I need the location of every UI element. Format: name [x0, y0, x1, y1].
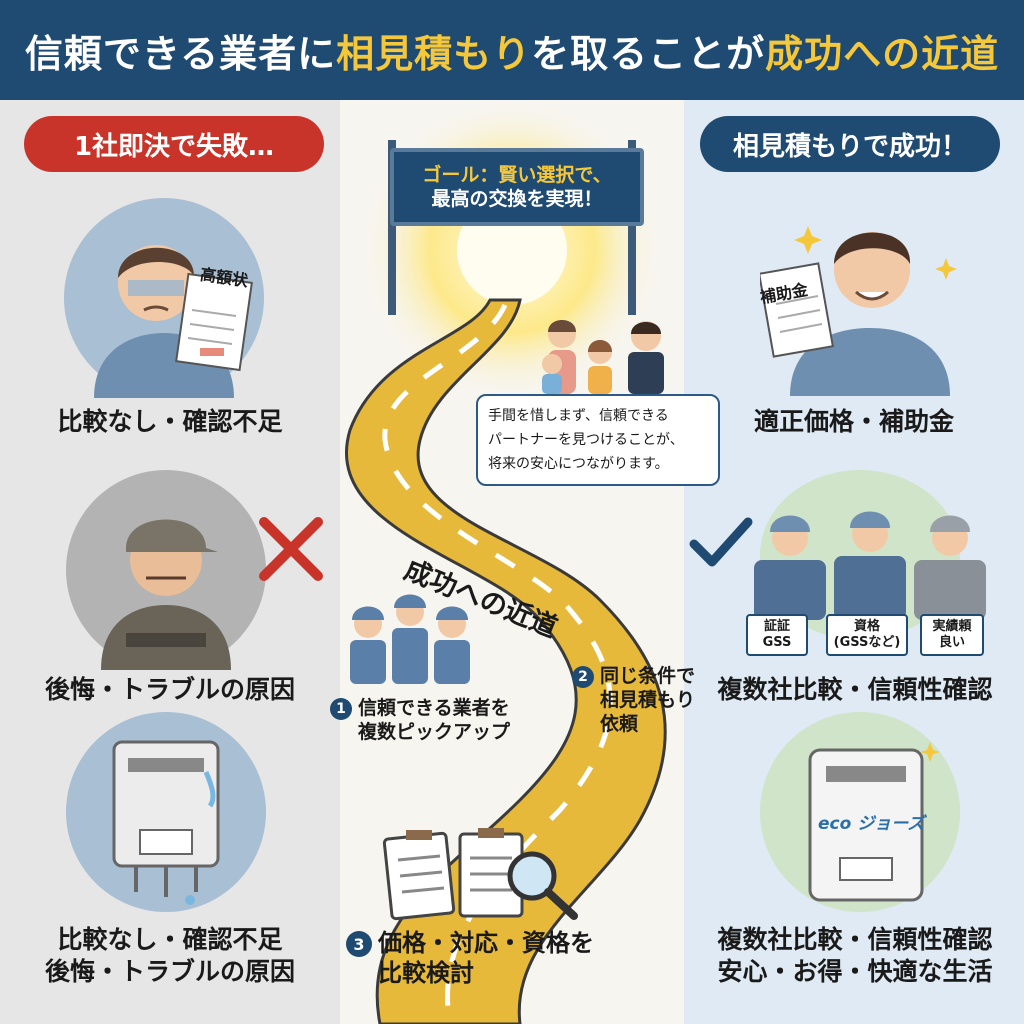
- sparkle-icon: [935, 258, 957, 280]
- happy-man-illustration: [760, 226, 957, 396]
- success-caption-3: 複数社比較・信頼性確認 安心・お得・快適な生活: [700, 924, 1010, 988]
- step-2-line3: 依頼: [600, 713, 639, 735]
- goal-sign: ゴール：賢い選択で、 最高の交換を実現！: [390, 148, 644, 226]
- badge-certification: 証証 GSS: [746, 614, 808, 656]
- step-2-number: 2: [572, 666, 594, 688]
- success-caption-2: 複数社比較・信頼性確認: [717, 675, 993, 704]
- sparkle-icon: [794, 226, 822, 254]
- success-caption-3-line2: 安心・お得・快適な生活: [717, 957, 993, 986]
- title-part-4: 成功への近道: [765, 31, 1000, 76]
- step-2-line1: 同じ条件で: [600, 665, 696, 687]
- broken-water-heater-illustration: [66, 712, 266, 912]
- goal-sign-line2: 最高の交換を実現！: [431, 188, 603, 210]
- road-path: [345, 298, 667, 1024]
- step-1-line1: 信頼できる業者を: [358, 697, 510, 719]
- failure-heading: 1社即決で失敗…: [24, 116, 324, 172]
- failure-caption-3-line2: 後悔・トラブルの原因: [44, 957, 295, 986]
- workers-group-illustration: [350, 594, 470, 684]
- goal-sign-line1: ゴール：賢い選択で、: [422, 164, 612, 186]
- step-3-line2: 比較検討: [378, 959, 474, 987]
- cross-mark-icon: [259, 517, 323, 581]
- step-2: 2 同じ条件で 相見積もり 依頼: [572, 664, 695, 736]
- title-part-2: 相見積もり: [336, 31, 532, 76]
- badge-qualification: 資格 (GSSなど): [826, 614, 908, 656]
- check-mark-icon: [689, 517, 753, 567]
- title-part-3: を取ることが: [531, 31, 766, 76]
- sparkle-icon: [920, 742, 940, 762]
- step-3: 3 価格・対応・資格を 比較検討: [346, 928, 594, 988]
- step-1-text: 信頼できる業者を 複数ピックアップ: [358, 696, 510, 744]
- worried-man-illustration: [64, 198, 264, 398]
- badge-track-record: 実績頼 良い: [920, 614, 984, 656]
- family-illustration: [542, 320, 664, 394]
- failure-caption-2: 後悔・トラブルの原因: [44, 675, 295, 704]
- badge-1-line2: GSS: [762, 635, 792, 650]
- expensive-quote-label: 高額状: [198, 264, 250, 291]
- eco-brand-label: eco ジョーズ: [818, 814, 925, 834]
- badge-2-line1: 資格: [853, 619, 880, 634]
- speech-line3: 将来の安心につながります。: [488, 456, 669, 472]
- badge-1-line1: 証証: [763, 619, 790, 634]
- failure-caption-1: 比較なし・確認不足: [57, 407, 283, 436]
- title-part-1: 信頼できる業者に: [24, 31, 337, 76]
- page-title: 信頼できる業者に相見積もりを取ることが成功への近道: [25, 23, 999, 78]
- failure-caption-3-line1: 比較なし・確認不足: [57, 925, 283, 954]
- advice-speech-bubble: 手間を惜しまず、信頼できる パートナーを見つけることが、 将来の安心につながりま…: [476, 394, 720, 486]
- step-1-line2: 複数ピックアップ: [358, 721, 511, 743]
- step-2-line2: 相見積もり: [600, 689, 696, 711]
- magnifier-icon: [507, 851, 578, 920]
- clipboards-magnifier-illustration: [382, 828, 578, 921]
- success-caption-1: 適正価格・補助金: [753, 407, 954, 436]
- title-banner: 信頼できる業者に相見積もりを取ることが成功への近道: [0, 0, 1024, 100]
- badge-2-line2: (GSSなど): [833, 635, 901, 650]
- success-caption-3-line1: 複数社比較・信頼性確認: [717, 925, 993, 954]
- speech-line1: 手間を惜しまず、信頼できる: [488, 408, 669, 424]
- eco-water-heater-illustration: [808, 742, 940, 902]
- step-3-number: 3: [346, 931, 372, 957]
- angry-worker-illustration: [66, 470, 266, 670]
- failure-caption-3: 比較なし・確認不足 後悔・トラブルの原因: [30, 924, 310, 988]
- badge-3-line1: 実績頼: [932, 619, 972, 634]
- clipboard-icon: [382, 830, 456, 921]
- step-3-text: 価格・対応・資格を 比較検討: [378, 928, 594, 988]
- badge-3-line2: 良い: [938, 635, 965, 650]
- trusted-workers-illustration: [754, 511, 986, 620]
- step-1: 1 信頼できる業者を 複数ピックアップ: [330, 696, 510, 744]
- step-2-text: 同じ条件で 相見積もり 依頼: [600, 664, 695, 736]
- success-heading: 相見積もりで成功！: [700, 116, 1000, 172]
- step-1-number: 1: [330, 698, 352, 720]
- speech-line2: パートナーを見つけることが、: [488, 432, 684, 448]
- step-3-line1: 価格・対応・資格を: [378, 929, 594, 957]
